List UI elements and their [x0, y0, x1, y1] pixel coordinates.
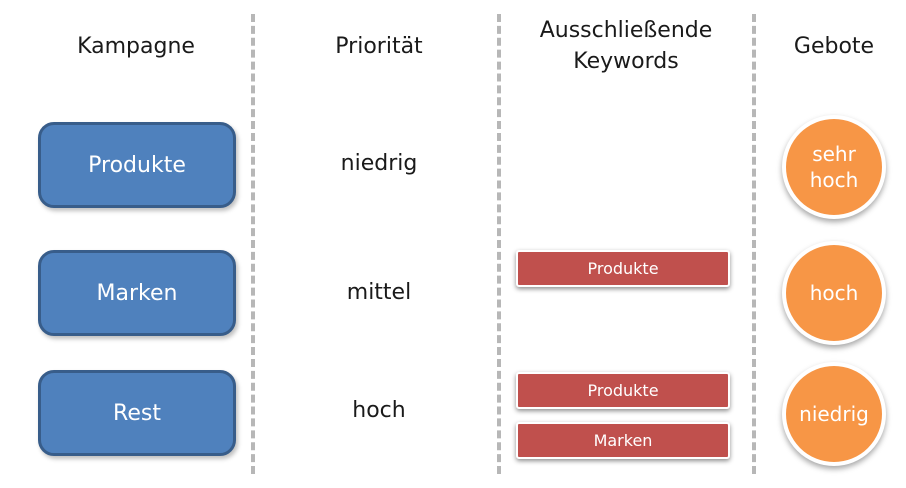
column-divider: [251, 14, 255, 474]
header-negative-keywords: Ausschließende Keywords: [506, 14, 746, 78]
column-divider: [497, 14, 501, 474]
campaign-label: Produkte: [88, 152, 186, 178]
bid-label-line1: sehr: [812, 142, 856, 166]
campaign-box-rest: Rest: [38, 370, 236, 456]
column-divider: [752, 14, 756, 474]
header-negative-keywords-line2: Keywords: [573, 49, 679, 74]
header-campaign: Kampagne: [77, 33, 195, 59]
bid-label-line2: hoch: [809, 168, 859, 192]
campaign-label: Marken: [96, 280, 178, 306]
bid-label: hoch: [809, 281, 859, 305]
header-negative-keywords-line1: Ausschließende: [539, 18, 713, 43]
campaign-box-marken: Marken: [38, 250, 236, 336]
priority-label: niedrig: [340, 151, 418, 176]
negative-keyword-tag: Produkte: [516, 250, 730, 287]
bid-circle: sehr hoch: [782, 115, 886, 219]
negative-keyword-tag: Marken: [516, 422, 730, 459]
bid-circle: hoch: [782, 241, 886, 345]
bid-label: niedrig: [799, 402, 869, 426]
bid-circle: niedrig: [782, 362, 886, 466]
header-bids: Gebote: [793, 33, 875, 59]
priority-label: hoch: [352, 398, 406, 423]
header-priority: Priorität: [335, 33, 423, 59]
negative-keyword-tag: Produkte: [516, 372, 730, 409]
priority-label: mittel: [346, 280, 412, 305]
campaign-box-produkte: Produkte: [38, 122, 236, 208]
campaign-label: Rest: [113, 400, 161, 426]
